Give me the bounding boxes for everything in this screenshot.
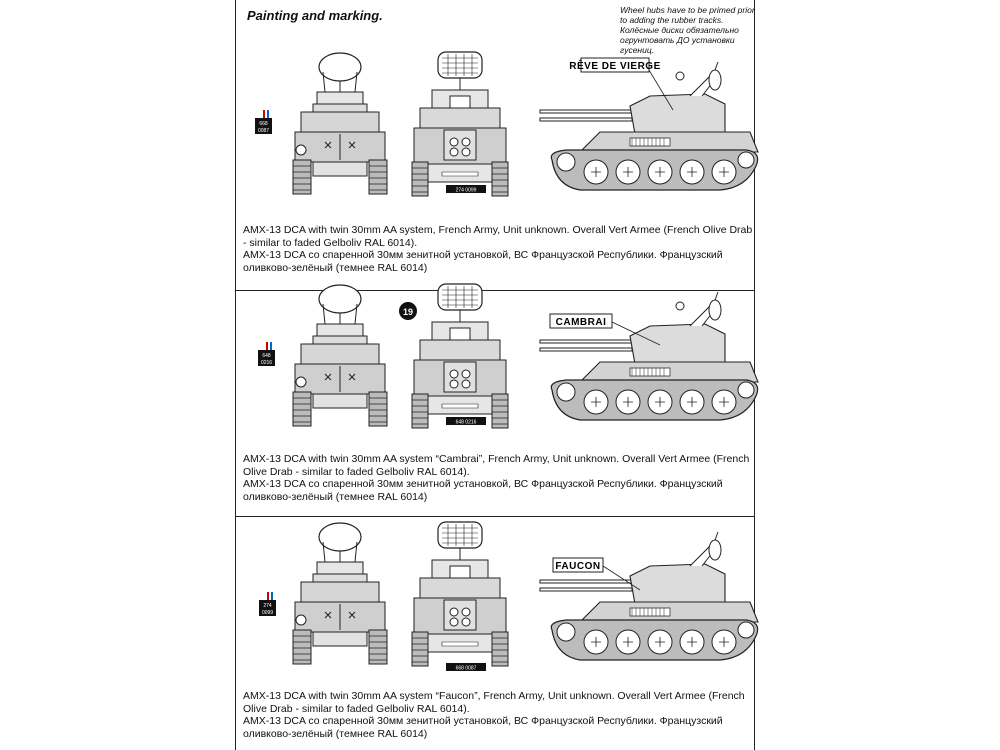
wheel-hub-note: Wheel hubs have to be primed prior to ad… <box>620 5 755 55</box>
unit-tag-bottom: 0087 <box>258 128 269 134</box>
scheme-1-drawings: 668 0087 274 0099 RÊVE DE VIERGE <box>255 51 759 197</box>
caption-english: AMX-13 DCA with twin 30mm AA system “Cam… <box>243 453 750 478</box>
unit-tag-top: 668 <box>259 121 268 127</box>
scheme-caption-3: AMX-13 DCA with twin 30mm AA system “Fau… <box>243 690 753 740</box>
vehicle-name-box <box>553 558 603 572</box>
rear-view <box>411 51 509 197</box>
unit-tag-bottom: 0099 <box>262 610 273 616</box>
unit-tag-bottom: 0216 <box>261 360 272 366</box>
vehicle-name-box <box>550 314 612 328</box>
scheme-2-drawings: 648 0216 648 0216 19 CAMBRAI <box>258 283 759 429</box>
unit-tag <box>258 350 275 366</box>
scheme-caption-2: AMX-13 DCA with twin 30mm AA system “Cam… <box>243 453 753 503</box>
front-view <box>292 284 388 427</box>
side-view <box>539 291 759 421</box>
front-view <box>292 52 388 195</box>
side-view <box>539 531 759 661</box>
caption-english: AMX-13 DCA with twin 30mm AA system “Fau… <box>243 690 745 715</box>
rear-view <box>411 521 509 667</box>
callout-number: 19 <box>403 307 413 317</box>
vehicle-name-box <box>581 58 649 72</box>
unit-tag <box>255 118 272 134</box>
vehicle-name: FAUCON <box>555 561 600 572</box>
section-divider <box>235 290 755 291</box>
caption-russian: AMX-13 DCA со спаренной 30мм зенитной ус… <box>243 715 723 740</box>
section-divider <box>235 516 755 517</box>
registration-plate <box>446 663 486 671</box>
unit-tag-top: 274 <box>263 603 272 609</box>
plate-number: 668 0087 <box>456 666 477 672</box>
rear-view <box>411 283 509 429</box>
caption-english: AMX-13 DCA with twin 30mm AA system, Fre… <box>243 224 753 249</box>
page-title: Painting and marking. <box>247 8 383 23</box>
unit-tag <box>259 600 276 616</box>
side-view <box>539 61 759 191</box>
caption-russian: AMX-13 DCA со спаренной 30мм зенитной ус… <box>243 478 723 503</box>
registration-plate <box>446 185 486 193</box>
unit-tag-top: 648 <box>262 353 271 359</box>
caption-russian: AMX-13 DCA со спаренной 30мм зенитной ус… <box>243 249 723 274</box>
scheme-3-drawings: 274 0099 668 0087 FAUCON <box>259 521 759 672</box>
registration-plate <box>446 417 486 425</box>
plate-number: 274 0099 <box>456 188 477 194</box>
vehicle-name: CAMBRAI <box>556 317 607 328</box>
callout-badge <box>399 302 417 320</box>
plate-number: 648 0216 <box>456 420 477 426</box>
front-view <box>292 522 388 665</box>
vehicle-name: RÊVE DE VIERGE <box>569 59 660 72</box>
scheme-caption-1: AMX-13 DCA with twin 30mm AA system, Fre… <box>243 224 753 274</box>
